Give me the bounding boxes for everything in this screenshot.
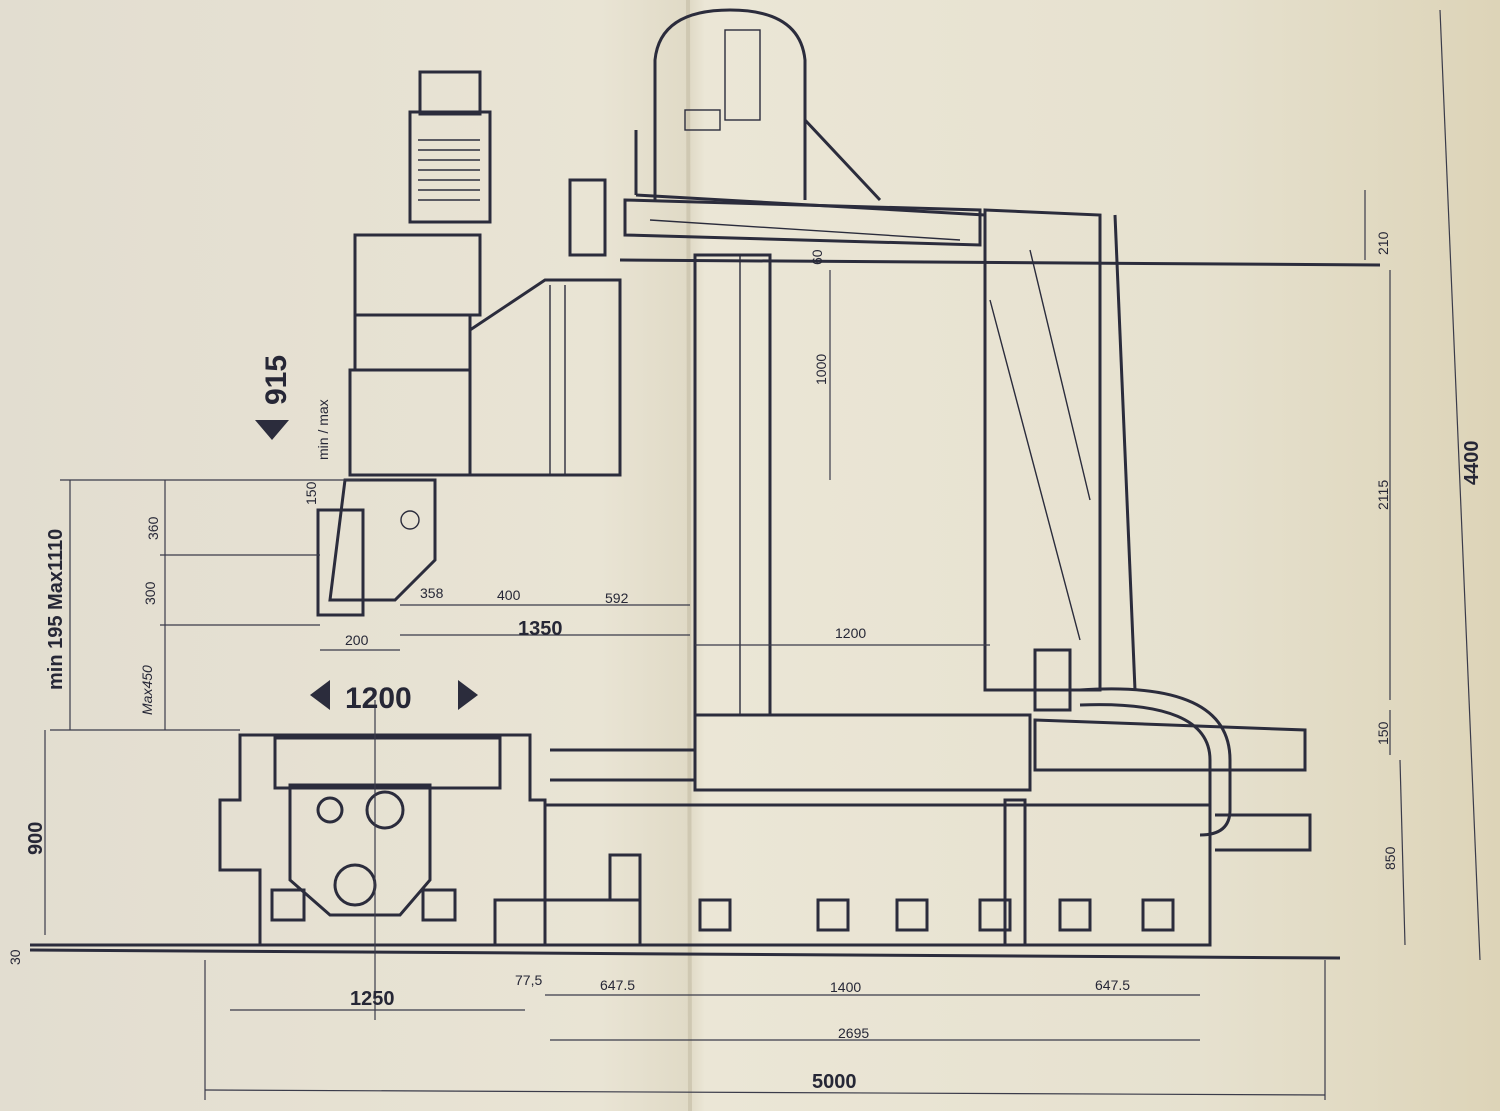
dim-max450: Max450 — [139, 665, 155, 715]
dim-900: 900 — [25, 822, 47, 855]
dim-300: 300 — [142, 581, 158, 605]
dim-1350: 1350 — [518, 618, 563, 640]
dim-2695: 2695 — [838, 1025, 869, 1041]
dim-358: 358 — [420, 585, 444, 601]
right-arrow-icon — [458, 680, 478, 710]
dim-2115: 2115 — [1375, 480, 1391, 510]
dimension-lines — [44, 9, 1481, 1100]
machine-bed — [29, 687, 1341, 960]
dim-647-5-left: 647.5 — [600, 977, 635, 993]
dim-150: 150 — [1375, 721, 1391, 745]
dim-1000: 1000 — [813, 354, 829, 385]
dim-1400: 1400 — [830, 979, 861, 995]
left-arrow-icon — [310, 680, 330, 710]
dim-850: 850 — [1382, 846, 1398, 870]
column — [693, 208, 1137, 717]
dim-head-travel: 915 — [260, 355, 293, 405]
dim-360: 360 — [145, 516, 161, 540]
dim-592: 592 — [605, 590, 629, 606]
paper-fold — [686, 0, 692, 1111]
down-arrow-icon — [255, 420, 289, 440]
dim-head-offset: 150 — [303, 481, 319, 505]
crossbeam — [619, 198, 1381, 267]
dim-1200: 1200 — [835, 625, 866, 641]
dim-5000: 5000 — [812, 1071, 857, 1093]
dim-400: 400 — [497, 587, 521, 603]
dim-4400: 4400 — [1461, 441, 1483, 486]
dim-647-5-right: 647.5 — [1095, 977, 1130, 993]
dim-60: 60 — [809, 249, 825, 265]
dim-1250: 1250 — [350, 988, 395, 1010]
dim-200: 200 — [345, 632, 369, 648]
dim-77-5: 77,5 — [515, 972, 542, 988]
dim-min195-max1110: min 195 Max1110 — [45, 529, 67, 690]
dim-210: 210 — [1375, 231, 1391, 255]
dim-30: 30 — [7, 949, 23, 965]
dim-head-offset-note: min / max — [315, 399, 331, 460]
dim-table-travel: 1200 — [345, 682, 412, 715]
spindle-head — [316, 70, 622, 617]
